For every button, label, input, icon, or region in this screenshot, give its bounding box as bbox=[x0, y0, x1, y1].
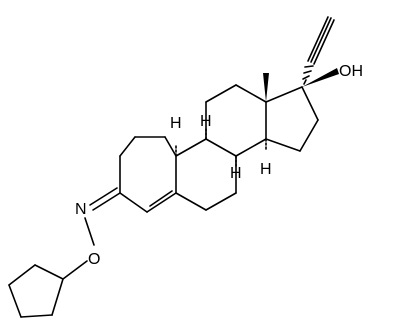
bond bbox=[304, 65, 314, 68]
methyl-wedge-bond bbox=[263, 73, 269, 102]
bond bbox=[302, 75, 310, 80]
bond bbox=[205, 192, 237, 211]
hydroxyl-wedge-bond bbox=[302, 68, 339, 87]
bond bbox=[84, 217, 95, 246]
bond bbox=[175, 138, 207, 157]
bond bbox=[205, 84, 237, 103]
bond bbox=[149, 190, 173, 207]
ring-a bbox=[119, 136, 177, 213]
bond bbox=[235, 84, 267, 103]
bond bbox=[310, 17, 332, 63]
ring-b bbox=[175, 138, 237, 211]
bond bbox=[303, 70, 312, 74]
bond bbox=[62, 260, 88, 280]
ethynyl-group bbox=[302, 16, 335, 85]
hydroxyl-label: OH bbox=[339, 63, 363, 80]
h-c9-label: H bbox=[230, 165, 242, 182]
bond bbox=[89, 187, 118, 206]
nitrogen-label: N bbox=[75, 201, 87, 218]
ring-c bbox=[205, 84, 267, 157]
bond bbox=[205, 138, 237, 157]
oxygen-label: O bbox=[88, 251, 100, 268]
bond bbox=[8, 284, 22, 318]
bond bbox=[299, 119, 319, 152]
bond bbox=[307, 16, 329, 62]
h-c14-label: H bbox=[260, 161, 272, 178]
cyclopentyl-ring bbox=[8, 264, 64, 318]
bond bbox=[146, 192, 177, 213]
bond bbox=[92, 192, 121, 211]
bond bbox=[119, 192, 148, 213]
ring-d bbox=[265, 86, 319, 152]
bond bbox=[119, 136, 136, 157]
bond bbox=[303, 79, 307, 85]
oxime-group: N O bbox=[62, 187, 121, 280]
bond bbox=[34, 264, 64, 280]
h-c8-label: H bbox=[200, 113, 212, 130]
bond bbox=[8, 264, 36, 286]
bond bbox=[51, 278, 64, 316]
bond bbox=[164, 136, 177, 157]
bond bbox=[235, 138, 267, 157]
bond bbox=[175, 192, 207, 211]
bond bbox=[313, 19, 335, 65]
bond bbox=[265, 138, 301, 152]
stereo-hydrogens: H H H H bbox=[170, 113, 272, 182]
bond bbox=[265, 86, 303, 103]
h-c10-label: H bbox=[170, 115, 182, 132]
bond bbox=[301, 86, 319, 121]
bond bbox=[20, 314, 53, 318]
